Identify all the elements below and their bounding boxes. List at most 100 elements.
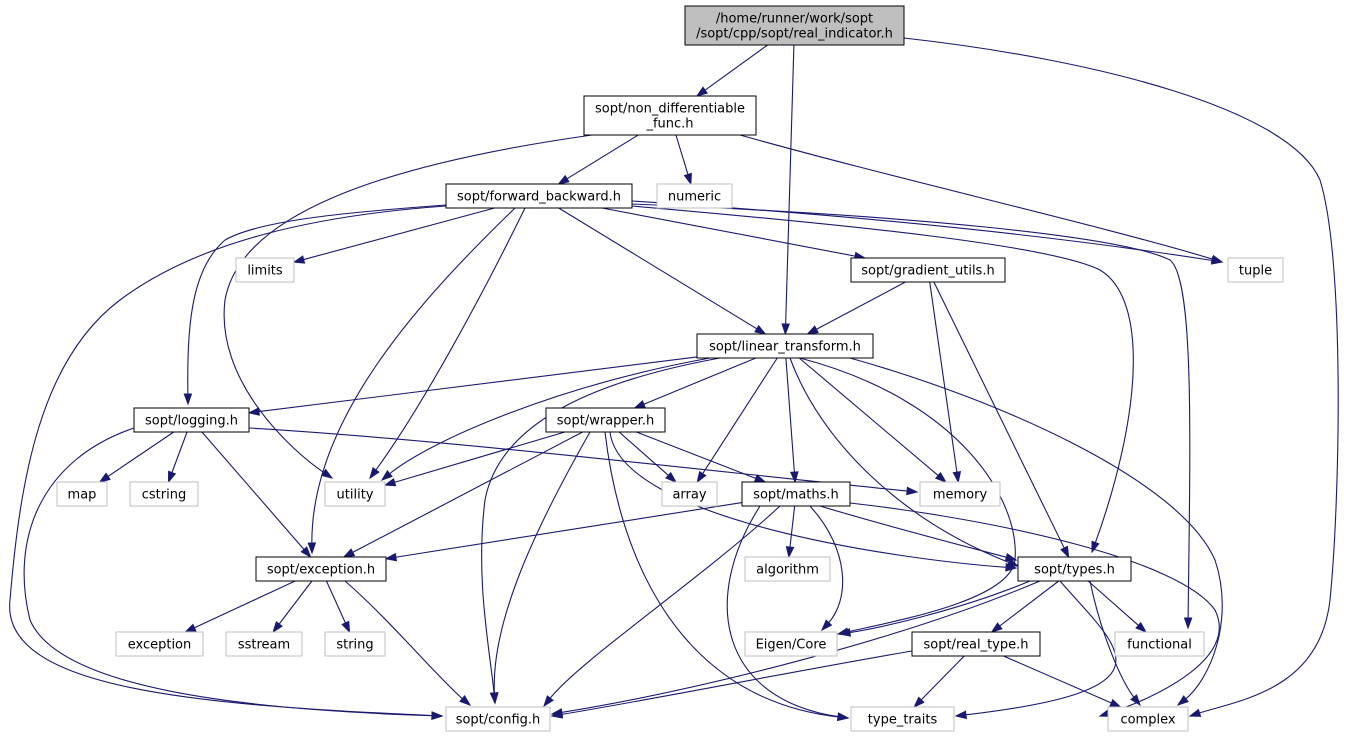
node-array: array [661,481,718,507]
node-label: array [672,488,706,503]
node-label: sopt/maths.h [753,488,839,503]
node-utility: utility [324,481,386,507]
node-label: sopt/non_differentiable [595,102,745,117]
edge-types-to-type_traits [954,580,1117,720]
node-label: type_traits [868,713,938,728]
node-logging[interactable]: sopt/logging.h [133,407,250,433]
node-label: utility [337,488,374,503]
edge-forward_backward-to-utility [369,207,526,480]
node-label: functional [1127,638,1192,653]
edge-exception_h-to-exception [184,580,296,633]
node-label: limits [247,264,283,279]
edge-gradient_utils-to-linear_transform [806,281,906,335]
node-label: tuple [1239,264,1272,279]
edge-exception_h-to-config [344,580,472,706]
node-memory: memory [919,481,1001,507]
edge-types-to-functional [1087,580,1148,633]
edge-maths-to-config [543,505,781,708]
node-forward-backward[interactable]: sopt/forward_backward.h [445,183,633,209]
edge-maths-to-exception_h [384,501,743,562]
node-label: sopt/linear_transform.h [709,340,861,355]
node-label: algorithm [756,563,819,578]
node-label: complex [1120,713,1175,728]
edge-linear_transform-to-types [789,357,1020,567]
edge-non_differentiable_func-to-forward_backward [557,134,639,185]
edge-logging-to-config [23,427,444,720]
node-label: sstream [238,638,290,653]
edge-maths-to-algorithm [785,505,796,559]
edge-wrapper-to-utility [383,431,566,487]
node-sstream: sstream [225,631,303,657]
edge-forward_backward-to-functional [631,203,1193,630]
edge-linear_transform-to-logging [247,356,698,416]
edge-linear_transform-to-wrapper [633,357,757,409]
edge-logging-to-map [98,431,175,483]
node-label: sopt/config.h [456,713,541,728]
node-label: string [336,638,373,653]
nodes: /home/runner/work/sopt/sopt/cpp/sopt/rea… [56,5,1284,732]
edge-exception_h-to-string [325,580,351,634]
node-label: _func.h [645,117,693,132]
edge-non_differentiable_func-to-tuple [739,134,1224,264]
node-label: /home/runner/work/sopt [716,12,873,27]
edge-linear_transform-to-maths [785,357,799,484]
edge-real_type-to-complex [1003,655,1122,708]
edge-gradient_utils-to-types [933,281,1070,559]
node-complex: complex [1107,706,1189,732]
node-real-type[interactable]: sopt/real_type.h [911,631,1041,657]
edge-wrapper-to-config [490,431,591,705]
edge-real_type-to-type_traits [913,655,965,709]
node-label: sopt/forward_backward.h [457,190,621,205]
edge-forward_backward-to-exception_h [307,207,516,555]
edge-types-to-real_type [990,580,1060,633]
edge-wrapper-to-array [618,431,677,483]
node-linear-transform[interactable]: sopt/linear_transform.h [696,333,874,359]
edge-linear_transform-to-memory [798,357,947,483]
node-label: cstring [142,488,186,503]
edge-gradient_utils-to-memory [929,281,962,484]
edge-maths-to-complex [849,502,1220,717]
node-label: /sopt/cpp/sopt/real_indicator.h [696,27,893,42]
node-exception-h[interactable]: sopt/exception.h [255,556,387,582]
node-exception: exception [115,631,204,657]
node-gradient-utils[interactable]: sopt/gradient_utils.h [850,257,1006,283]
node-algorithm: algorithm [744,556,831,582]
node-label: sopt/wrapper.h [557,414,654,429]
node-types[interactable]: sopt/types.h [1017,556,1132,582]
node-map: map [56,481,108,507]
node-limits: limits [235,257,295,283]
node-real-indicator[interactable]: /home/runner/work/sopt/sopt/cpp/sopt/rea… [684,5,905,46]
node-maths[interactable]: sopt/maths.h [741,481,851,507]
node-label: sopt/exception.h [267,563,375,578]
node-config: sopt/config.h [445,706,551,732]
edge-logging-to-exception_h [201,431,312,559]
node-wrapper[interactable]: sopt/wrapper.h [545,407,666,433]
edge-linear_transform-to-complex [849,357,1223,706]
edge-types-to-eigen_core [838,580,1031,637]
edge-exception_h-to-sstream [272,580,313,634]
node-label: sopt/logging.h [145,414,238,429]
edge-wrapper-to-maths [636,431,767,483]
edge-linear_transform-to-array [696,357,778,484]
node-label: numeric [668,190,721,205]
edge-linear_transform-to-utility [380,357,711,481]
node-label: sopt/real_type.h [923,638,1028,653]
node-numeric: numeric [656,183,733,209]
edge-logging-to-cstring [167,431,188,484]
edge-wrapper-to-exception_h [342,431,583,558]
edge-real_indicator-to-linear_transform [781,44,795,336]
edge-non_differentiable_func-to-numeric [675,134,692,186]
edge-real_indicator-to-complex [903,37,1339,717]
node-label: map [68,488,97,503]
edge-wrapper-to-types [609,431,1018,572]
node-string: string [324,631,386,657]
edge-forward_backward-to-logging [183,204,447,406]
node-functional: functional [1114,631,1205,657]
node-label: Eigen/Core [756,638,827,653]
node-type-traits: type_traits [850,706,955,732]
edge-maths-to-type_traits [726,505,850,721]
edge-forward_backward-to-limits [292,207,495,264]
node-non-differentiable-func[interactable]: sopt/non_differentiable_func.h [583,95,757,136]
edge-forward_backward-to-tuple [631,200,1224,265]
